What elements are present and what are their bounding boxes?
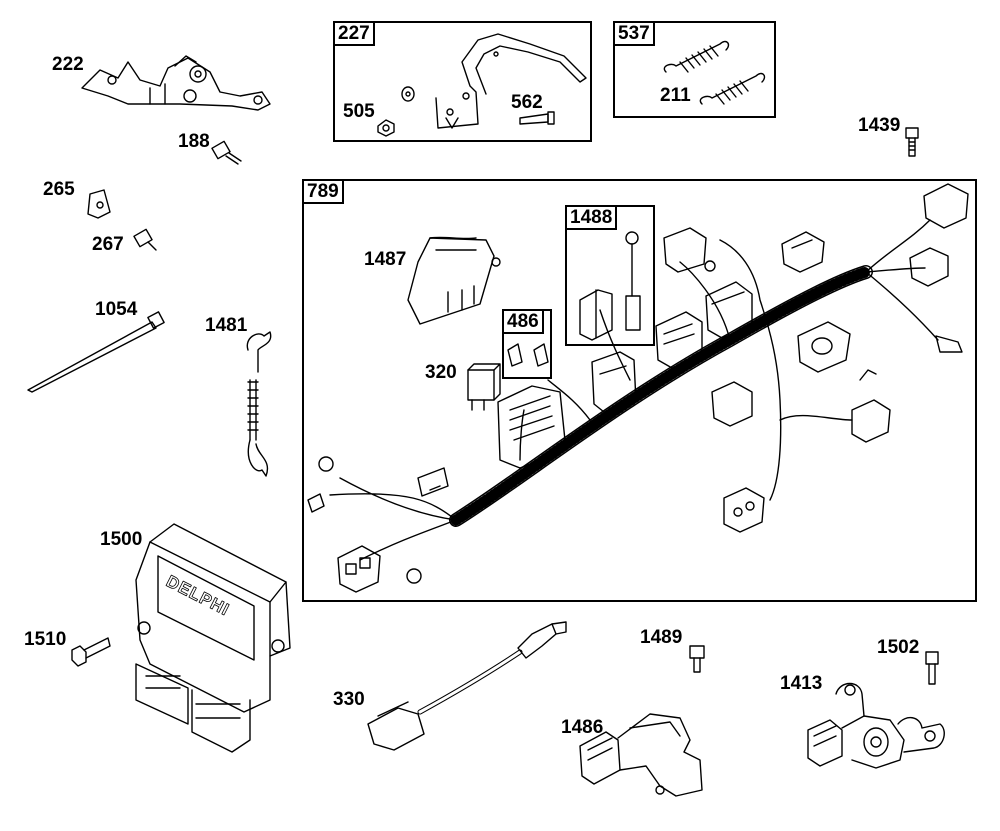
callout-267: 267	[92, 234, 124, 255]
map-sensor-1486-drawing	[579, 713, 703, 797]
cable-bracket-227-drawing	[435, 33, 587, 129]
callout-1486: 1486	[561, 717, 604, 738]
callout-1413: 1413	[780, 673, 823, 694]
fuse-holder-1488-drawing	[579, 231, 641, 341]
ecu-1500-drawing	[135, 523, 291, 753]
callout-1487: 1487	[364, 249, 407, 270]
screw-188-drawing	[211, 140, 242, 165]
screw-1439-drawing	[905, 127, 919, 157]
callout-211: 211	[660, 85, 691, 106]
callout-222: 222	[52, 54, 84, 75]
harness-connectors-drawing	[307, 183, 969, 593]
group-label-537: 537	[613, 21, 655, 46]
tps-sensor-1413-drawing	[807, 682, 945, 769]
group-label-227: 227	[333, 21, 375, 46]
throttle-bracket-222-drawing	[81, 55, 271, 111]
callout-1500: 1500	[100, 529, 143, 550]
screw-562-drawing	[519, 111, 555, 125]
group-label-1488: 1488	[565, 205, 618, 230]
cable-tie-1054-drawing	[27, 311, 165, 393]
callout-1439: 1439	[858, 115, 901, 136]
callout-330: 330	[333, 689, 365, 710]
harness-branches-drawing	[329, 219, 939, 561]
group-box-486: 486	[502, 309, 552, 379]
callout-320: 320	[425, 362, 457, 383]
callout-1054: 1054	[95, 299, 138, 320]
callout-505: 505	[343, 101, 375, 122]
group-box-789: 789	[302, 179, 977, 602]
group-box-1488: 1488	[565, 205, 655, 346]
group-box-537: 537	[613, 21, 776, 118]
callout-1502: 1502	[877, 637, 920, 658]
group-label-789: 789	[302, 179, 344, 204]
main-harness-loom-drawing	[449, 265, 873, 527]
group-box-227: 227	[333, 21, 592, 142]
relay-320-drawing	[467, 363, 501, 411]
callout-265: 265	[43, 179, 75, 200]
clip-265-drawing	[87, 189, 111, 219]
relay-cover-1487-drawing	[407, 236, 501, 325]
springs-537-drawing	[663, 40, 766, 105]
oxygen-sensor-330-drawing	[367, 621, 567, 751]
callout-1481: 1481	[205, 315, 248, 336]
screw-267-drawing	[133, 228, 157, 251]
wire-spring-1481-drawing	[246, 331, 272, 477]
bolt-1510-drawing	[71, 637, 111, 667]
fuses-486-drawing	[507, 343, 549, 367]
nut-505-drawing	[377, 119, 395, 137]
callout-188: 188	[178, 131, 210, 152]
callout-1489: 1489	[640, 627, 683, 648]
screw-1489-drawing	[689, 645, 705, 673]
callout-1510: 1510	[24, 629, 67, 650]
callout-562: 562	[511, 92, 543, 113]
screw-1502-drawing	[925, 651, 939, 685]
washer-505-drawing	[401, 86, 415, 102]
group-label-486: 486	[502, 309, 544, 334]
